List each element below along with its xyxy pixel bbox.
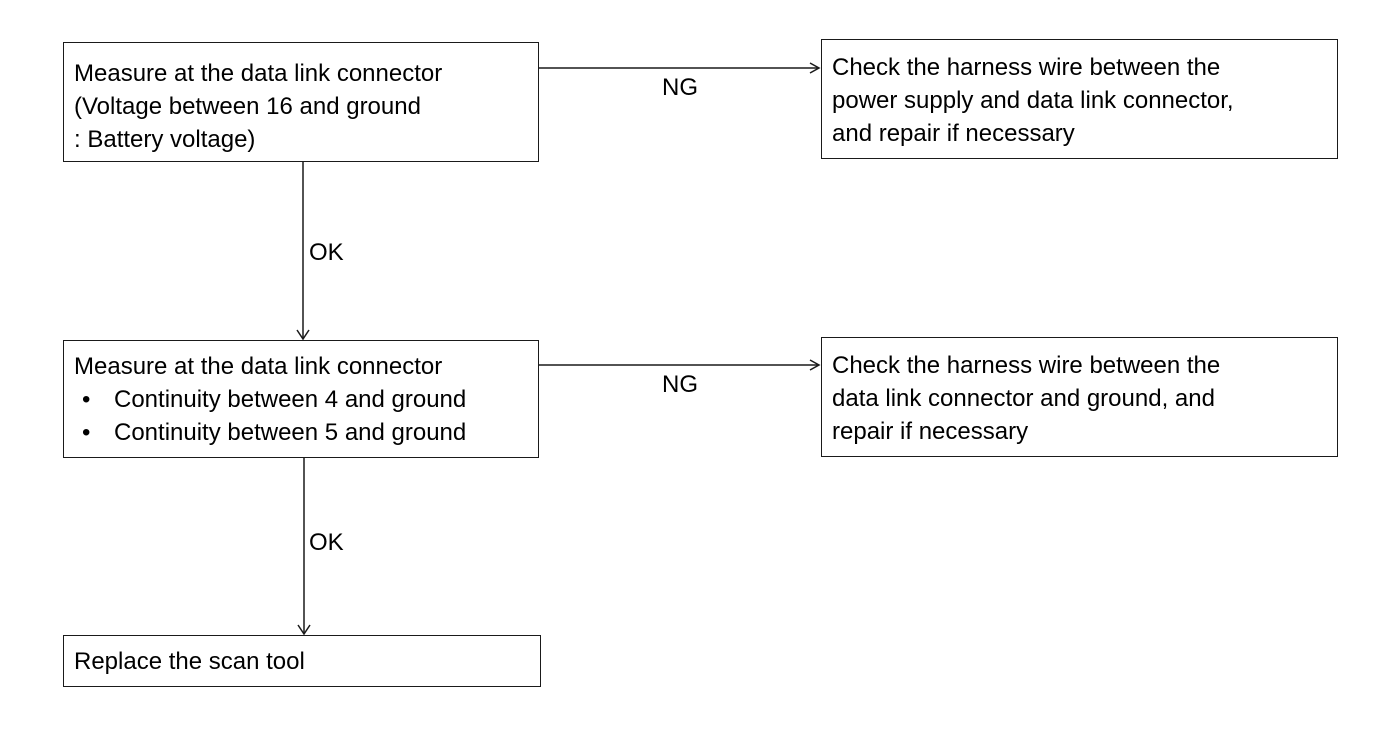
step3-box: Replace the scan tool: [63, 635, 541, 687]
step1-box: Measure at the data link connector (Volt…: [63, 42, 539, 162]
step3-line-1: Replace the scan tool: [74, 648, 305, 675]
step1-line-2: (Voltage between 16 and ground: [74, 93, 421, 120]
fix2-box: Check the harness wire between the data …: [821, 337, 1338, 457]
edge-label-step2-ok: OK: [309, 529, 344, 556]
step2-heading: Measure at the data link connector: [74, 353, 443, 380]
step1-line-1: Measure at the data link connector: [74, 60, 443, 87]
fix1-box: Check the harness wire between the power…: [821, 39, 1338, 159]
arrowhead-step1-ng: [809, 62, 821, 74]
step1-line-3: : Battery voltage): [74, 126, 256, 153]
bullet-marker: •: [82, 419, 91, 446]
arrowhead-step2-ng: [809, 359, 821, 371]
step2-bullet-1-text: Continuity between 4 and ground: [114, 386, 467, 413]
step2-bullet-1: • Continuity between 4 and ground: [74, 383, 528, 416]
arrowhead-step1-ok: [296, 329, 310, 341]
edge-label-step1-ng: NG: [662, 74, 698, 101]
arrowhead-step2-ok: [297, 624, 311, 636]
fix1-line-3: and repair if necessary: [832, 120, 1075, 147]
step2-bullet-2: • Continuity between 5 and ground: [74, 416, 528, 449]
fix2-line-1: Check the harness wire between the: [832, 352, 1221, 379]
fix2-line-2: data link connector and ground, and: [832, 385, 1215, 412]
edge-label-step2-ng: NG: [662, 371, 698, 398]
step2-bullet-2-text: Continuity between 5 and ground: [114, 419, 467, 446]
fix2-line-3: repair if necessary: [832, 418, 1029, 445]
bullet-marker: •: [82, 386, 91, 413]
step2-box: Measure at the data link connector • Con…: [63, 340, 539, 458]
fix1-line-2: power supply and data link connector,: [832, 87, 1234, 114]
edge-label-step1-ok: OK: [309, 239, 344, 266]
fix1-line-1: Check the harness wire between the: [832, 54, 1221, 81]
